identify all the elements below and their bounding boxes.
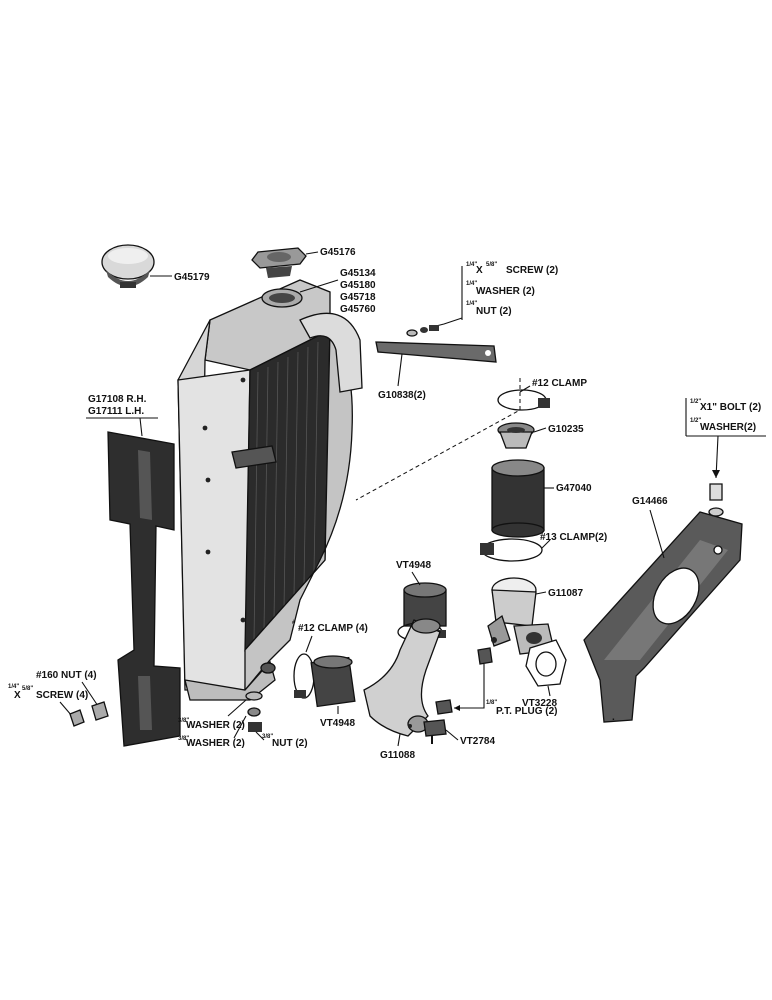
right-bolt [708,483,724,517]
svg-text:5/8": 5/8" [22,686,33,692]
hose-small-top [403,582,447,627]
upper-hose [491,459,545,538]
label-clamp-12-4: #12 CLAMP (4) [298,623,368,634]
svg-text:.: . [612,712,615,723]
label-outlet-housing: G11087 [548,588,583,599]
pipe-plug [477,647,493,665]
svg-text:1/4": 1/4" [466,262,477,268]
label-filler-neck-1: G45134 [340,268,376,279]
label-nut-160: #160 NUT (4) [36,670,97,681]
label-top-nut: NUT (2) [476,306,512,317]
drain-cock [423,719,447,744]
svg-text:1/4": 1/4" [466,281,477,287]
label-top-washer: WASHER (2) [476,286,535,297]
hose-clamp-12 [497,389,550,411]
label-washer-b: WASHER (2) [186,738,245,749]
label-shield-lh: G17111 L.H. [88,406,144,417]
label-support-rod: G10838(2) [378,390,426,401]
pressure-cap [251,247,307,278]
top-hardware-list: 1/4" X 5/8" SCREW (2) 1/4" WASHER (2) 1/… [461,262,558,320]
svg-text:1/4": 1/4" [8,684,19,690]
label-filler-neck-3: G45718 [340,292,376,303]
label-pressure-cap: G45176 [320,247,356,258]
svg-text:5/8": 5/8" [486,262,497,268]
label-nut-bottom: NUT (2) [272,738,308,749]
label-clamp-13: #13 CLAMP(2) [540,532,607,543]
fan-shroud-panel [583,511,743,723]
label-top-screw: SCREW (2) [506,265,558,276]
label-shield-rh: G17108 R.H. [88,394,147,405]
label-fan-shroud: G14466 [632,496,668,507]
radiator-assembly [177,279,363,701]
label-filler-neck-2: G45180 [340,280,376,291]
label-filler-neck-4: G45760 [340,304,376,315]
svg-text:1/4": 1/4" [466,301,477,307]
hose-clamp-lower [293,653,315,699]
label-thermostat: G10235 [548,424,584,435]
top-fasteners [406,325,439,337]
svg-text:1/2": 1/2" [690,399,701,405]
svg-text:X: X [14,690,21,701]
svg-text:#: # [292,620,296,626]
outlet-housing [487,577,555,655]
svg-text:3/8": 3/8" [262,734,273,740]
label-bolt-right: X1" BOLT (2) [700,402,761,413]
thermostat [497,422,535,449]
label-upper-hose: G47040 [556,483,592,494]
label-gasket: VT3228 [522,698,557,709]
gasket [525,639,567,687]
label-drain-cock: VT2784 [460,736,495,747]
side-shield [107,431,181,747]
label-washer-right: WASHER(2) [700,422,756,433]
label-hose-small: VT4948 [396,560,431,571]
label-hose-lower: VT4948 [320,718,355,729]
label-washer-a: WASHER (2) [186,720,245,731]
pipe-plug-2 [435,699,453,715]
svg-text:3/8": 3/8" [178,718,189,724]
hose-clamp-13 [480,538,543,562]
label-screw-left: SCREW (4) [36,690,88,701]
left-fasteners [69,701,109,727]
right-bolt-list: 1/2" X1" BOLT (2) 1/2" WASHER(2) [685,398,766,437]
label-clamp-12: #12 CLAMP [532,378,587,389]
support-rod [375,341,497,363]
svg-text:1/8": 1/8" [486,700,497,706]
radiator-cap [101,244,155,288]
bottom-fasteners [245,691,263,732]
svg-text:3/8": 3/8" [178,736,189,742]
label-radiator-cap: G45179 [174,272,210,283]
svg-text:1/2": 1/2" [690,418,701,424]
label-elbow: G11088 [380,750,415,761]
label-pt-plug: P.T. PLUG (2) [496,706,558,717]
elbow-outlet [363,618,441,737]
svg-text:X: X [476,265,483,276]
hose-lower [310,655,356,708]
